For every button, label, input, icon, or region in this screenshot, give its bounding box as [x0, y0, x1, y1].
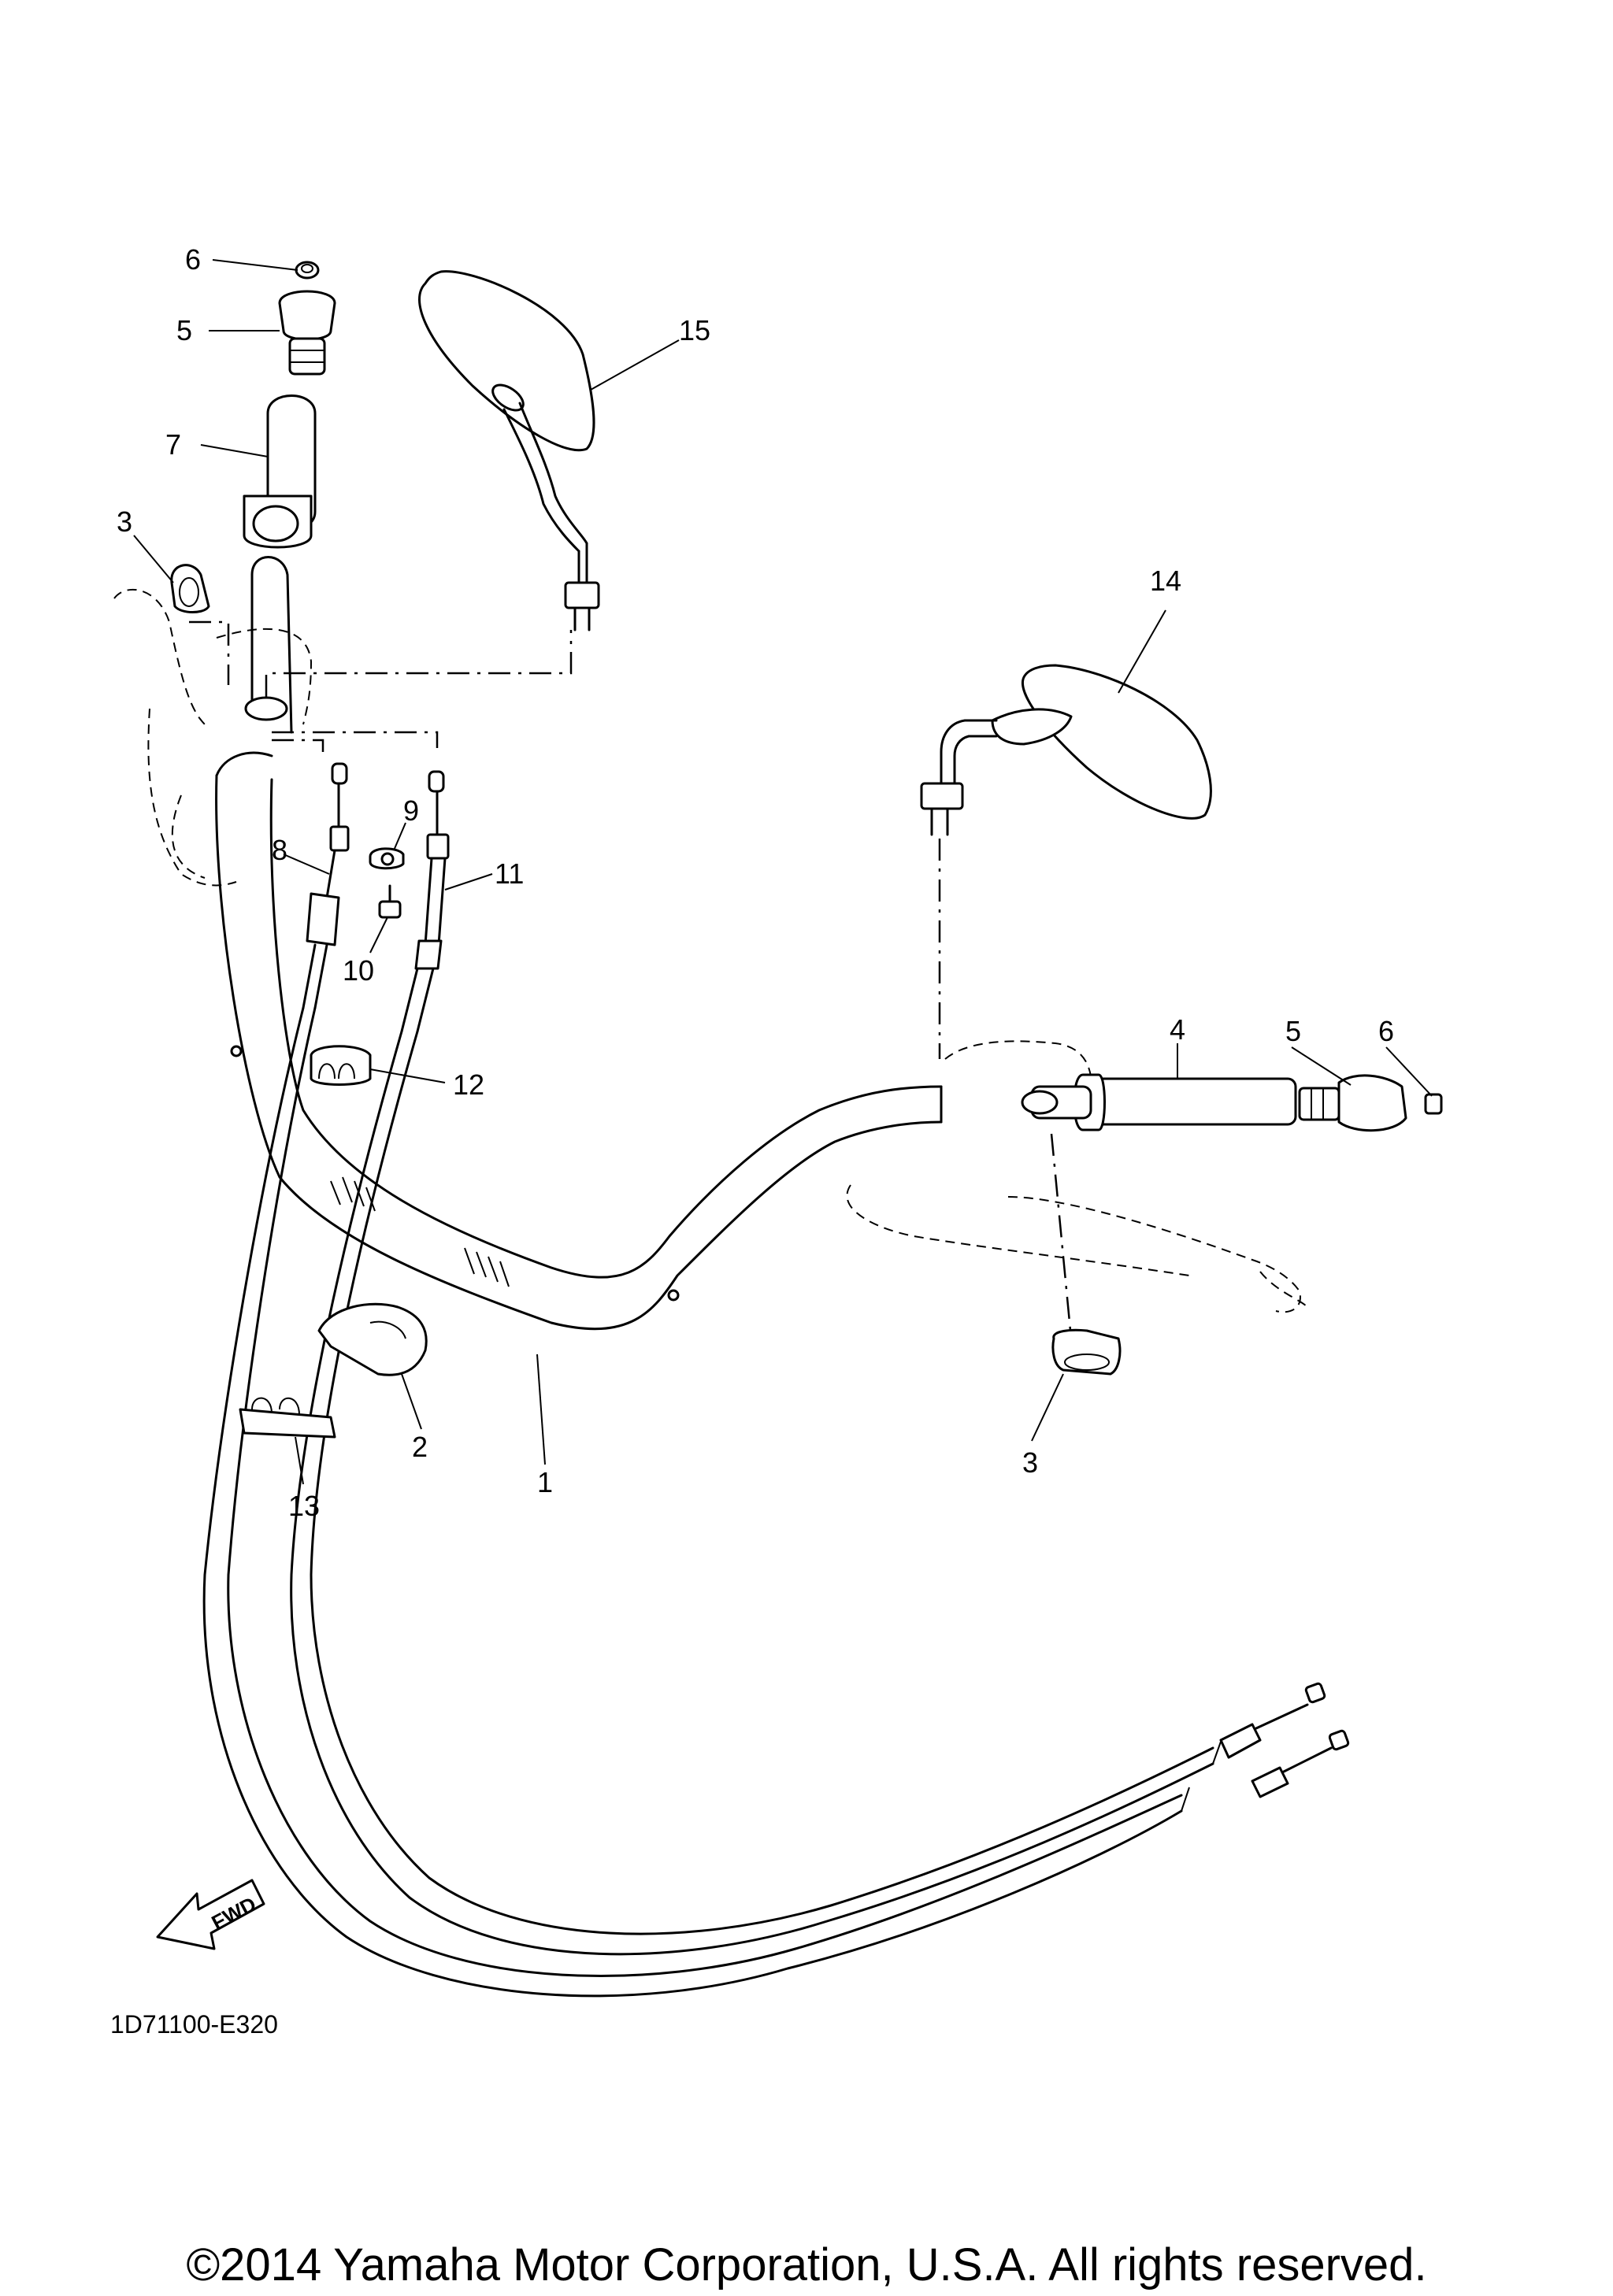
cable-clamp-part-13 — [239, 1397, 336, 1439]
callout-7: 7 — [165, 428, 181, 461]
leader-lines — [189, 620, 1073, 1339]
fwd-arrow-icon: FWD — [156, 1879, 265, 1950]
throttle-grip-part-4 — [1021, 1073, 1297, 1131]
callout-10: 10 — [343, 954, 374, 987]
callout-5-right: 5 — [1285, 1015, 1301, 1047]
callout-leaders — [133, 259, 1433, 1485]
screw-part-10 — [378, 884, 402, 919]
callout-14: 14 — [1150, 565, 1181, 597]
callout-8: 8 — [272, 834, 287, 866]
throttle-cable-part-8 — [302, 762, 350, 1009]
grip-end-part-5-left — [278, 290, 336, 376]
grip-cap-part-3-right — [1051, 1328, 1122, 1376]
callout-4: 4 — [1170, 1013, 1185, 1046]
grip-end-part-5-right — [1298, 1074, 1407, 1132]
throttle-cable-part-11 — [400, 770, 450, 1033]
left-bar-end — [244, 556, 293, 734]
cable-guide-part-2 — [317, 1302, 428, 1376]
drawing-code: 1D71100-E320 — [110, 2010, 278, 2039]
callout-2: 2 — [412, 1431, 428, 1463]
left-lever-housing-ghost — [113, 588, 313, 887]
callout-6-top: 6 — [185, 243, 201, 276]
copyright-notice: ©2014 Yamaha Motor Corporation, U.S.A. A… — [186, 2239, 1426, 2290]
callout-1: 1 — [537, 1466, 553, 1498]
callout-9: 9 — [403, 794, 419, 827]
callout-3-right: 3 — [1022, 1446, 1038, 1479]
callout-5-top: 5 — [176, 314, 192, 346]
callout-3-left: 3 — [117, 505, 132, 538]
callout-6-right: 6 — [1378, 1015, 1394, 1047]
callout-15: 15 — [679, 314, 710, 346]
left-mirror-part-15 — [418, 270, 600, 631]
brake-lever-ghost — [1007, 1196, 1301, 1313]
cable-routing — [202, 1006, 1350, 1998]
grip-end-screw-part-6-left — [295, 261, 320, 280]
right-mirror-part-14 — [920, 664, 1212, 836]
callout-12: 12 — [453, 1068, 484, 1101]
cable-clamp-part-9 — [369, 847, 405, 870]
grip-cap-part-3-left — [170, 564, 210, 613]
grip-end-screw-part-6-right — [1424, 1093, 1443, 1115]
callout-13: 13 — [288, 1490, 320, 1522]
handlebar — [215, 751, 943, 1331]
left-grip-part-7 — [243, 394, 317, 549]
callout-numbers: 6 5 15 7 3 14 9 8 11 10 4 5 6 12 2 1 3 1… — [117, 243, 1394, 1522]
cable-holder-part-12 — [310, 1045, 372, 1086]
callout-11: 11 — [495, 857, 524, 890]
